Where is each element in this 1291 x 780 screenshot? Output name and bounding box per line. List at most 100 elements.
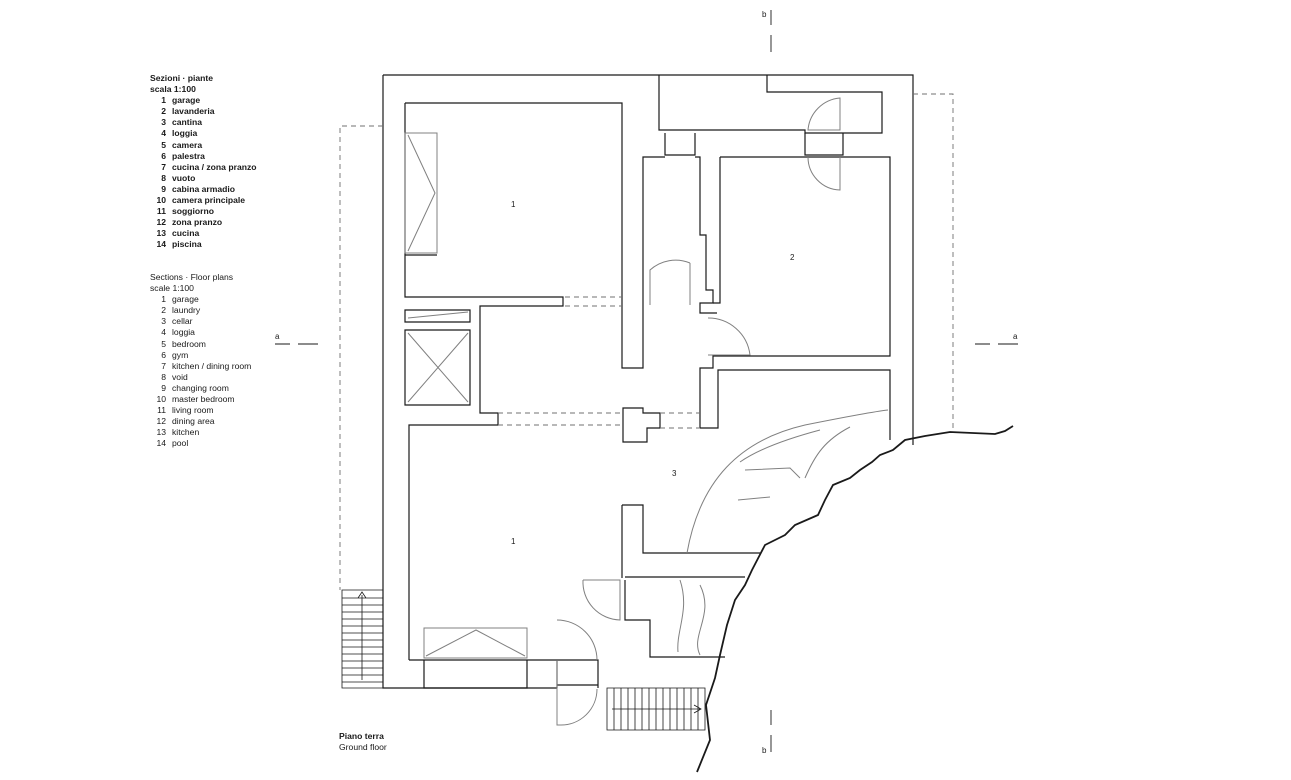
legend-english-item-label: changing room: [172, 382, 229, 393]
legend-english-item: 3 cellar: [150, 316, 251, 327]
shaft-cross: [407, 332, 469, 403]
legend-english-item-label: cellar: [172, 316, 193, 327]
legend-italian-item: 10 camera principale: [150, 195, 257, 206]
rock-contour-b: [739, 429, 821, 463]
legend-italian-item-label: soggiorno: [172, 206, 215, 217]
top-door-arc-lower: [807, 156, 841, 191]
lower-wall-d: [624, 580, 725, 658]
legend-english-item-number: 9: [161, 382, 166, 393]
section-marks: [275, 10, 1018, 752]
legend-italian-item-number: 8: [161, 172, 166, 183]
legend-italian-item-number: 4: [161, 128, 166, 139]
legend-english-item: 9 changing room: [150, 383, 251, 394]
legend-italian-item-number: 2: [161, 106, 166, 117]
upper-window-frame: [404, 132, 438, 254]
top-door-arc: [807, 97, 841, 131]
dashed-lines: [339, 93, 954, 590]
legend-italian-item-label: camera principale: [172, 195, 246, 206]
rock-contour-g: [697, 584, 706, 656]
upper-garage-wall: [405, 102, 665, 369]
legend-english-item-number: 10: [156, 394, 166, 405]
room-label-garage-upper: 1: [511, 200, 516, 209]
bottom-stair-arrow: [612, 704, 702, 714]
legend-italian-item: 6 palestra: [150, 151, 257, 162]
shaft-box: [404, 329, 471, 406]
legend-italian-item-label: vuoto: [172, 172, 196, 183]
legend-italian-item-number: 7: [161, 161, 166, 172]
legend-italian-item-number: 5: [161, 139, 166, 150]
legend-english-item-number: 12: [156, 416, 166, 427]
laundry-door-arc: [707, 317, 751, 356]
chimney-b: [804, 133, 844, 156]
legend-italian-item-label: loggia: [172, 128, 198, 139]
legend-english-item-number: 5: [161, 338, 166, 349]
legend-italian-item-label: cabina armadio: [172, 183, 236, 194]
legend-english-item-label: garage: [172, 294, 199, 305]
legend-italian-item-label: piscina: [172, 239, 202, 250]
plan-caption: Piano terra Ground floor: [339, 731, 387, 753]
legend-italian-item: 4 loggia: [150, 128, 257, 139]
legend-italian-item-label: cucina / zona pranzo: [172, 161, 257, 172]
legend-english-item: 6 gym: [150, 350, 251, 361]
section-b-bottom-label: b: [762, 746, 767, 755]
dashed-opening-right: [660, 412, 700, 429]
legend-english-item-label: master bedroom: [172, 394, 235, 405]
legend-english-item: 1 garage: [150, 294, 251, 305]
legend-italian-item: 7 cucina / zona pranzo: [150, 161, 257, 173]
legend-english-item-number: 6: [161, 349, 166, 360]
bottom-stair-frame: [606, 687, 706, 731]
caption-english: Ground floor: [339, 742, 387, 752]
legend-english-item-label: gym: [172, 349, 189, 360]
legend-italian-item-number: 12: [156, 217, 166, 228]
legend-english-item-number: 3: [161, 316, 166, 327]
legend-english-item-number: 4: [161, 327, 166, 338]
corridor-door-arc: [649, 259, 691, 305]
dashed-right-outline: [913, 93, 954, 432]
legend-english-item-label: pool: [172, 438, 189, 449]
lower-garage-bottom: [409, 659, 599, 688]
legend-italian-item: 8 vuoto: [150, 173, 257, 184]
legend-italian-item-number: 6: [161, 150, 166, 161]
chimney-a: [664, 133, 696, 156]
legend-italian-item-number: 3: [161, 117, 166, 128]
section-b-top-label: b: [762, 10, 767, 19]
legend-english-item-number: 2: [161, 305, 166, 316]
pier: [622, 407, 661, 443]
labels: b b a a 1 2 1 3: [275, 10, 1018, 755]
rock-contour-c: [744, 467, 801, 479]
corridor-wall-left: [695, 156, 717, 314]
laundry-wall: [699, 156, 891, 428]
legend-english-item-number: 13: [156, 427, 166, 438]
bottom-window-sash: [425, 629, 526, 657]
section-a-left-label: a: [275, 332, 280, 341]
laundry-left-wall: [713, 157, 721, 304]
legend-english-title: Sections · Floor plans: [150, 272, 234, 282]
walls: [382, 74, 914, 689]
bottom-window-frame: [423, 627, 528, 659]
lower-wall-a: [622, 504, 760, 554]
legend-italian-item-number: 10: [156, 195, 166, 206]
legend-italian-scale: scala 1:100: [150, 84, 196, 95]
stairs: [341, 589, 706, 731]
bottom-door-arc-lower: [559, 688, 598, 726]
legend-english-item: 13 kitchen: [150, 427, 251, 438]
rock-contour-a: [686, 409, 889, 554]
legend-english-item-label: void: [172, 371, 188, 382]
legend-italian-item-label: cucina: [172, 228, 200, 239]
legend-italian-item-label: palestra: [172, 150, 205, 161]
legend-english-item-label: bedroom: [172, 338, 206, 349]
legend-english-item-label: kitchen: [172, 427, 200, 438]
legend-english-item-number: 1: [161, 294, 166, 305]
left-stair-steps: [342, 597, 383, 683]
legend-english-item-number: 7: [161, 360, 166, 371]
